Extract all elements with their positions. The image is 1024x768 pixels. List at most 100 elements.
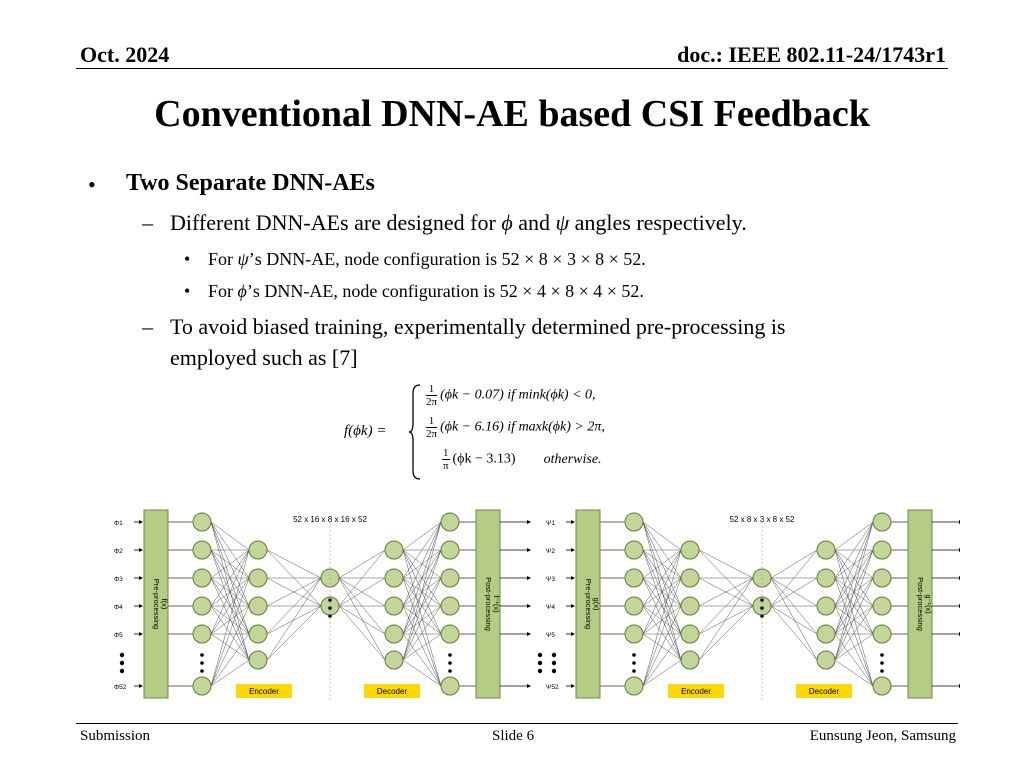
input-label: Φ52 [114,684,127,691]
neuron-node [624,568,644,588]
connection-line [402,605,442,661]
connection-line [770,577,818,607]
connection-line [698,549,754,579]
neuron-node [384,650,404,670]
connection-line [402,577,442,687]
ellipsis-dot [632,653,636,657]
bullet-marker: • [184,281,191,301]
connection-line [642,577,682,687]
neuron-node [192,568,212,588]
input-label: Ψ3 [546,576,555,583]
connection-line [402,549,442,635]
connection-line [834,605,874,661]
connection-line [642,605,682,661]
bullet-marker: • [88,172,96,197]
input-label: Ψ52 [546,684,559,691]
neuron-node [440,624,460,644]
neuron-node [872,676,892,696]
connection-line [834,549,874,635]
neuron-node [872,540,892,560]
connection-line [210,577,250,687]
arrow-head [139,548,143,552]
connection-line [698,605,754,635]
arrow-head [959,520,960,524]
connection-line [266,577,322,661]
denominator: 2π [426,428,438,440]
neuron-node [440,512,460,532]
pre-processing-label: Pre-processing [152,579,161,629]
connection-line [770,605,818,661]
connection-line [642,577,682,635]
arrow-head [527,684,531,688]
psi-symbol: ψ [555,210,570,235]
input-label: Ψ4 [546,604,555,611]
connection-line [642,577,682,661]
post-processing-label: Post-processing [916,577,925,631]
input-label: Ψ1 [546,520,555,527]
connection-line [210,549,250,607]
arrow-head [139,604,143,608]
footer-author: Eunsung Jeon, Samsung [809,728,956,744]
connection-line [698,577,754,607]
dash-marker: – [142,210,153,235]
neuron-node [192,596,212,616]
sub-bullet-avoid-line1: To avoid biased training, experimentally… [170,314,786,339]
text: ’s DNN-AE, node configuration is 52 × 4 … [246,281,644,301]
sub-bullet-avoid-line2: employed such as [7] [170,345,358,370]
node-configuration-label: 52 x 16 x 8 x 16 x 52 [293,515,367,524]
arrow-head [139,520,143,524]
connection-line [642,659,682,687]
neuron-node [384,540,404,560]
connection-line [402,549,442,687]
neuron-node [192,540,212,560]
bullet-two-separate: Two Separate DNN-AEs [126,170,375,196]
ellipsis-dot [537,668,543,674]
input-label: Φ5 [114,632,123,639]
connection-line [338,577,386,607]
connection-line [210,549,250,579]
input-label: Φ4 [114,604,123,611]
neuron-node [816,596,836,616]
ellipsis-dot [448,661,452,665]
connection-line [402,605,442,635]
ellipsis-dot [551,660,557,666]
header-doc-id: doc.: IEEE 802.11-24/1743r1 [677,42,946,67]
connection-line [834,521,874,635]
connection-line [210,577,250,635]
neuron-node [680,650,700,670]
phi-symbol: ϕ [501,210,513,235]
decoder-label-bg [364,684,420,698]
connection-line [642,549,682,607]
neuron-node [680,624,700,644]
neuron-node [248,596,268,616]
case-3-expr: (ϕk − 3.13) [452,451,516,467]
neuron-node [624,624,644,644]
connection-line [266,605,322,635]
connection-line [210,605,250,687]
connection-line [834,577,874,635]
text: angles respectively. [569,210,747,235]
connections [642,521,874,687]
input-label: Φ2 [114,548,123,555]
numerator: 1 [426,415,438,428]
denominator: π [442,460,449,472]
neuron-node [248,624,268,644]
neuron-node [384,568,404,588]
arrow-head [571,548,575,552]
connection-line [402,577,442,661]
pre-processing-function: f(x) [160,599,169,610]
neuron-node [440,568,460,588]
neuron-node [872,512,892,532]
arrow-head [959,548,960,552]
neuron-node [624,596,644,616]
connection-line [642,549,682,579]
connection-line [210,549,250,687]
connection-line [834,521,874,661]
pre-processing-box [575,509,601,699]
connection-line [770,577,818,661]
arrow-head [527,604,531,608]
bullet-marker: • [184,249,191,269]
